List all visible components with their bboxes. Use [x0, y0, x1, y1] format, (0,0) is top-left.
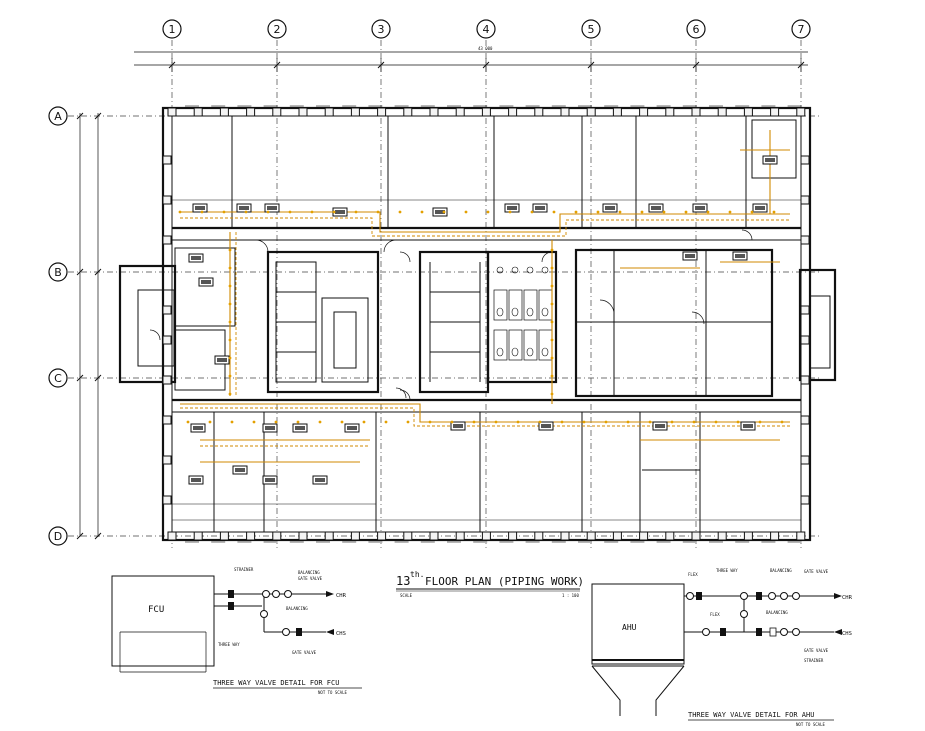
- grid-bubble-col-1: 1: [162, 19, 182, 39]
- svg-text:6: 6: [693, 23, 700, 36]
- building-walls: [118, 106, 837, 542]
- floor-number: 13: [396, 574, 410, 588]
- grid-bubble-col-4: 4: [476, 19, 496, 39]
- fcu-label: FCU: [148, 605, 164, 615]
- fcu-units: [188, 155, 778, 485]
- ahu-callout-chr: CHR: [842, 595, 853, 601]
- fcu-callout-balancing-mid: BALANCING: [286, 606, 308, 611]
- top-dimension-chain: 43 000: [134, 46, 808, 72]
- ahu-box: [591, 583, 685, 665]
- svg-text:C: C: [54, 372, 62, 385]
- svg-text:7: 7: [798, 23, 805, 36]
- ahu-callout-strainer: STRAINER: [804, 658, 824, 663]
- svg-text:5: 5: [588, 23, 595, 36]
- grid-bubble-col-5: 5: [581, 19, 601, 39]
- fcu-callout-strainer: STRAINER: [234, 567, 254, 572]
- svg-text:D: D: [54, 530, 62, 543]
- fcu-callout-chr: CHR: [336, 593, 347, 599]
- ahu-callout-flex-top: FLEX: [688, 572, 698, 577]
- fcu-callout-gate-valve-top: GATE VALVE: [298, 576, 323, 581]
- row-grid-bubbles: A B C D: [48, 106, 68, 546]
- grid-bubble-row-D: D: [48, 526, 68, 546]
- drawing-title: 13 th. FLOOR PLAN (PIPING WORK) SCALE 1 …: [396, 570, 584, 598]
- svg-text:3: 3: [378, 23, 385, 36]
- fcu-callout-gate-valve-bottom: GATE VALVE: [292, 650, 317, 655]
- ahu-valve-detail: AHU FLEX THREE WAY BALANCING GATE VALVE …: [591, 568, 853, 727]
- drawing-title-text: FLOOR PLAN (PIPING WORK): [425, 575, 584, 588]
- grid-bubble-row-B: B: [48, 262, 68, 282]
- grid-bubble-row-A: A: [48, 106, 68, 126]
- scale-label: SCALE: [400, 593, 413, 598]
- ahu-callout-flex-mid: FLEX: [710, 612, 720, 617]
- structural-columns: [162, 107, 810, 541]
- left-dimension-chain: [76, 112, 102, 540]
- grid-bubble-col-7: 7: [791, 19, 811, 39]
- svg-text:4: 4: [483, 23, 490, 36]
- ahu-callout-balancing-top: BALANCING: [770, 568, 792, 573]
- ahu-callout-chs: CHS: [842, 631, 852, 637]
- svg-text:B: B: [54, 266, 62, 279]
- grid-bubble-col-6: 6: [686, 19, 706, 39]
- grid-bubble-col-2: 2: [267, 19, 287, 39]
- fcu-detail-title: THREE WAY VALVE DETAIL FOR FCU: [213, 679, 339, 687]
- fcu-callout-three-way: THREE WAY: [218, 642, 240, 647]
- scale-value: 1 : 100: [562, 593, 579, 598]
- door-swings: [149, 229, 753, 401]
- grid-bubble-col-3: 3: [371, 19, 391, 39]
- pipe-annotation-markers: [178, 210, 784, 424]
- ahu-callout-balancing-mid: BALANCING: [766, 610, 788, 615]
- fcu-box: [111, 575, 215, 667]
- floor-superscript: th.: [410, 570, 424, 579]
- ahu-detail-title: THREE WAY VALVE DETAIL FOR AHU: [688, 711, 814, 719]
- ahu-callout-gate-valve: GATE VALVE: [804, 569, 829, 574]
- ahu-callout-three-way: THREE WAY: [716, 568, 738, 573]
- ahu-label: AHU: [622, 623, 637, 632]
- ahu-callout-gate-valve-bottom: GATE VALVE: [804, 648, 829, 653]
- svg-text:1: 1: [169, 23, 176, 36]
- fcu-callout-chs: CHS: [336, 631, 346, 637]
- grid-bubble-row-C: C: [48, 368, 68, 388]
- fcu-callout-balancing-top: BALANCING: [298, 570, 320, 575]
- svg-text:2: 2: [274, 23, 281, 36]
- perimeter-windows: [185, 105, 802, 543]
- fcu-detail-subtitle: NOT TO SCALE: [318, 690, 347, 695]
- column-grid-bubbles: 1 2 3 4 5 6 7: [162, 19, 811, 39]
- ahu-detail-subtitle: NOT TO SCALE: [796, 722, 825, 727]
- fcu-valve-detail: FCU BALANCING GATE VALVE CHR BALANCING C…: [111, 567, 362, 695]
- svg-text:A: A: [54, 110, 62, 123]
- overall-dimension: 43 000: [478, 46, 493, 51]
